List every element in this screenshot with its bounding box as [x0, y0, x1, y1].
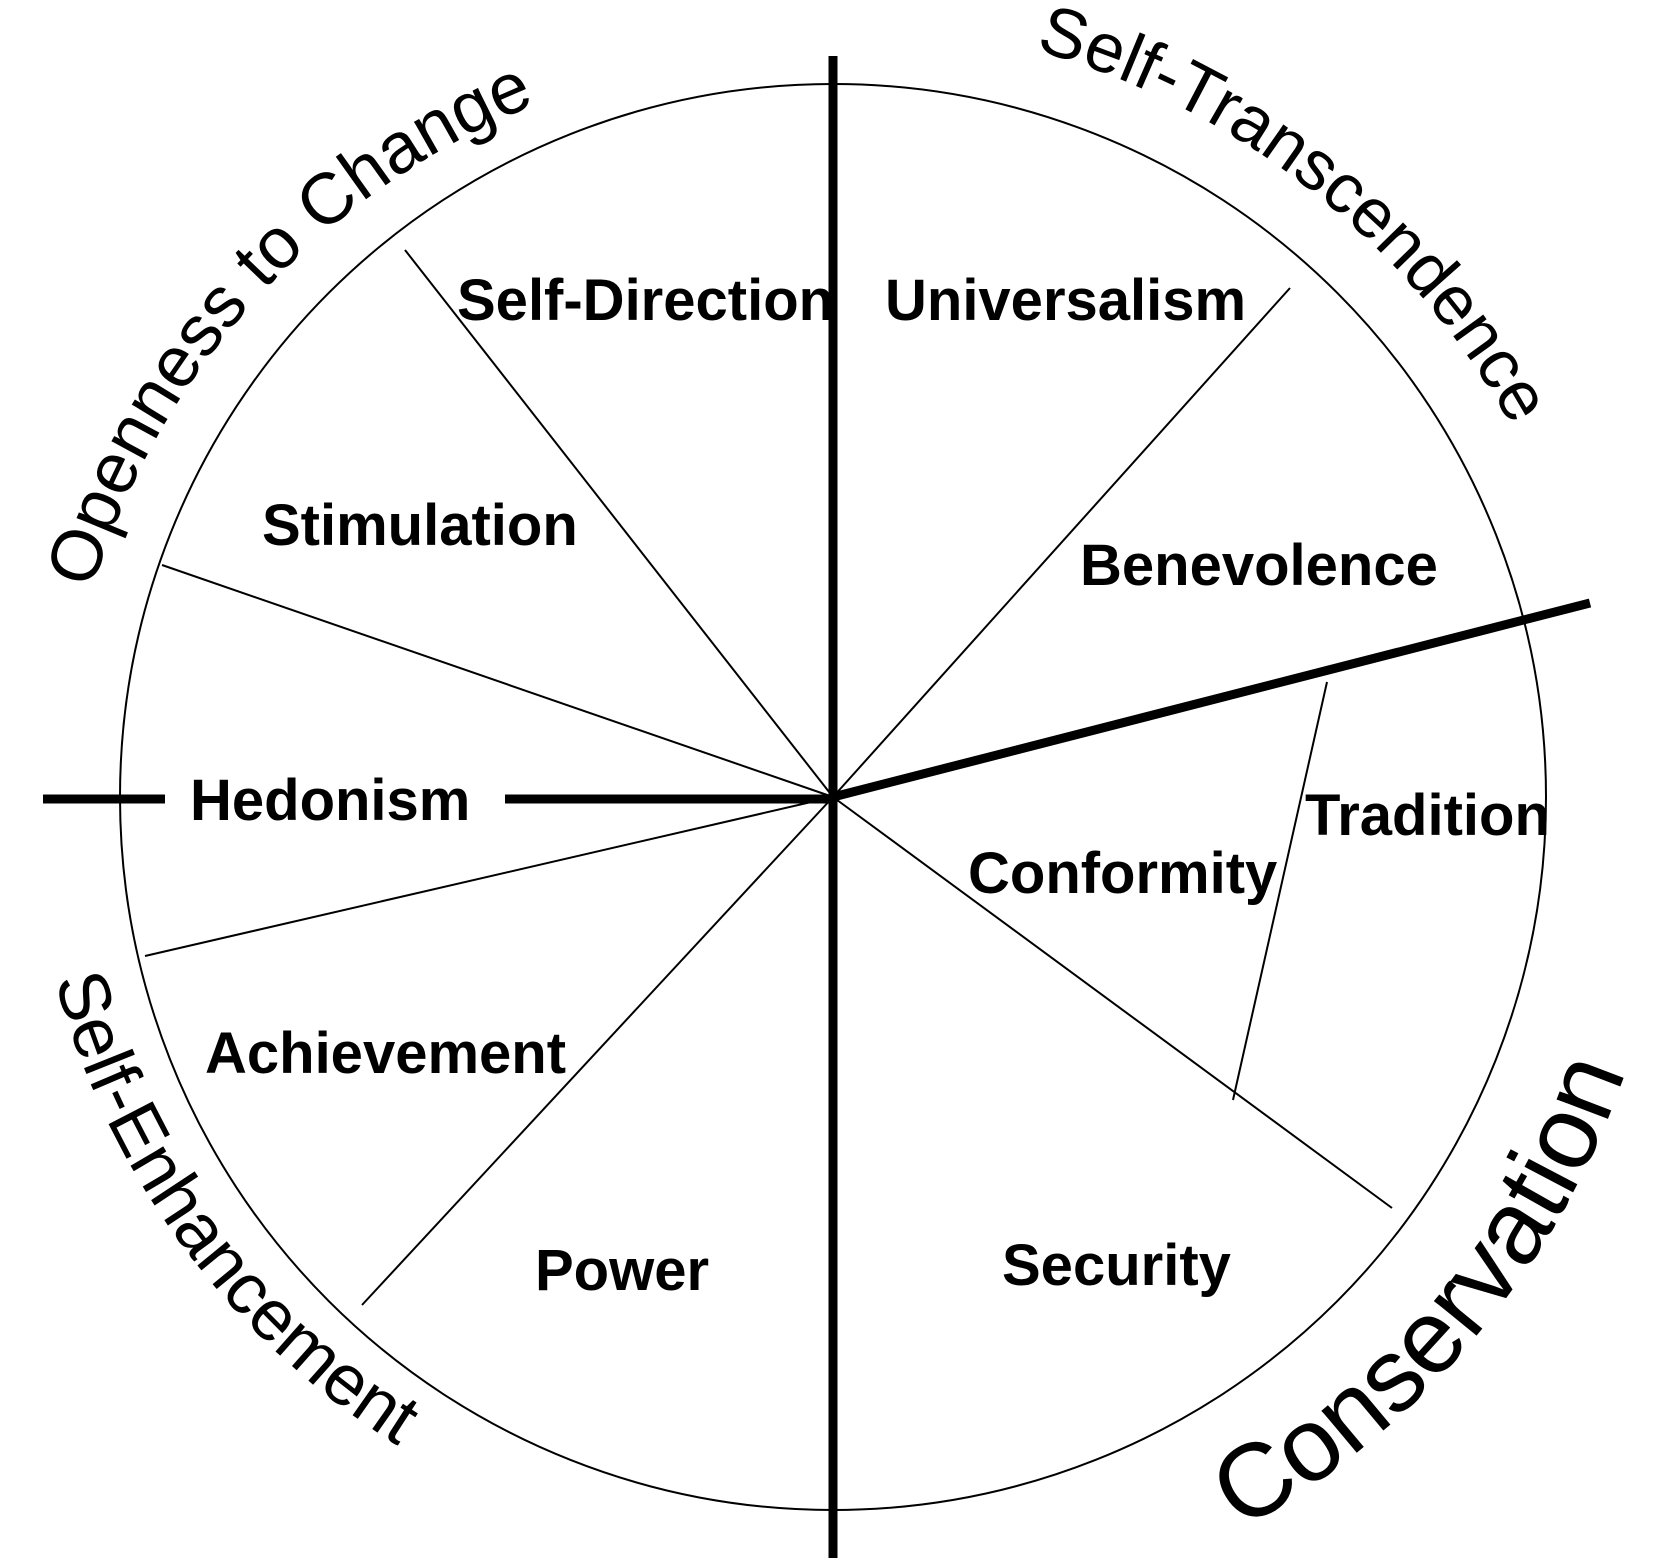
- divider-universalism-benevolence: [832, 287, 1291, 798]
- divider-achievement-power: [361, 796, 834, 1306]
- label-conformity: Conformity: [968, 841, 1277, 906]
- divider-conformity-tradition: [1232, 681, 1328, 1101]
- divider-selfdirection-stimulation: [404, 249, 834, 798]
- divider-stimulation-hedonism: [161, 564, 834, 798]
- label-stimulation: Stimulation: [262, 493, 578, 558]
- axis-upper-right: [831, 598, 1592, 802]
- label-achievement: Achievement: [205, 1021, 566, 1086]
- dimension-conservation: Conservation: [1192, 1038, 1648, 1550]
- label-universalism: Universalism: [885, 268, 1246, 333]
- label-tradition: Tradition: [1305, 783, 1550, 848]
- label-security: Security: [1002, 1233, 1231, 1298]
- dimension-self-transcendence: Self-Transcendence: [1031, 0, 1567, 434]
- label-power: Power: [535, 1238, 709, 1303]
- label-hedonism: Hedonism: [190, 768, 470, 833]
- divider-hedonism-achievement: [144, 796, 834, 957]
- divider-conformity-security: [832, 796, 1393, 1209]
- label-benevolence: Benevolence: [1080, 533, 1438, 598]
- label-self-direction: Self-Direction: [457, 268, 834, 333]
- hedonism-label-gap: [165, 770, 505, 830]
